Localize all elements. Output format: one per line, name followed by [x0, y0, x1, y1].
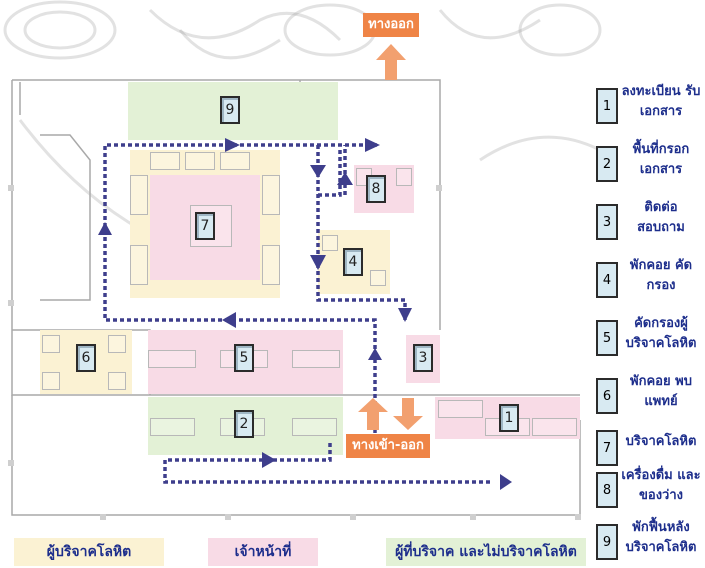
map-marker-5[interactable]: 5 [234, 344, 254, 372]
legend-label: บริจาคโลหิต [625, 434, 697, 449]
legend-label: พื้นที่กรอก เอกสาร [632, 142, 690, 177]
legend-item-4: 4 พักคอย คัดกรอง [592, 252, 704, 302]
legend-item-3: 3 ติดต่อ สอบถาม [592, 194, 704, 244]
legend-item-8: 8 เครื่องดื่ม และของว่าง [592, 462, 704, 512]
legend-item-5: 5 คัดกรองผู้ บริจาคโลหิต [592, 310, 704, 360]
map-marker-3[interactable]: 3 [413, 344, 433, 372]
legend-all: ผู้ที่บริจาค และไม่บริจาคโลหิต [386, 538, 586, 566]
legend-number: 7 [596, 430, 618, 466]
legend-item-6: 6 พักคอย พบแพทย์ [592, 368, 704, 418]
map-marker-4[interactable]: 4 [343, 248, 363, 276]
legend-number: 4 [596, 262, 618, 298]
legend-number: 9 [596, 524, 618, 560]
exit-arrow-icon [358, 398, 388, 430]
legend-number: 1 [596, 88, 618, 124]
legend-label: ติดต่อ สอบถาม [637, 200, 685, 235]
map-marker-7[interactable]: 7 [195, 212, 215, 240]
legend-donor: ผู้บริจาคโลหิต [14, 538, 164, 566]
legend-number: 2 [596, 146, 618, 182]
legend-item-2: 2 พื้นที่กรอก เอกสาร [592, 136, 704, 186]
legend-number: 5 [596, 320, 618, 356]
exit-arrow-icon [376, 44, 406, 80]
exit-top-label: ทางออก [363, 13, 419, 37]
exit-arrow-icon [393, 398, 423, 430]
map-marker-6[interactable]: 6 [76, 344, 96, 372]
legend-label: พักฟื้นหลัง บริจาคโลหิต [625, 520, 697, 555]
legend-label: พักคอย คัดกรอง [629, 258, 693, 293]
legend-item-1: 1 ลงทะเบียน รับเอกสาร [592, 78, 704, 128]
legend-label: ลงทะเบียน รับเอกสาร [621, 84, 701, 119]
legend-staff: เจ้าหน้าที่ [208, 538, 318, 566]
legend-item-9: 9 พักฟื้นหลัง บริจาคโลหิต [592, 514, 704, 564]
legend-number: 3 [596, 204, 618, 240]
legend-number: 8 [596, 472, 618, 508]
map-marker-1[interactable]: 1 [499, 404, 519, 432]
map-marker-8[interactable]: 8 [366, 175, 386, 203]
legend-number: 6 [596, 378, 618, 414]
map-marker-2[interactable]: 2 [234, 410, 254, 438]
legend-item-7: 7 บริจาคโลหิต [592, 420, 704, 470]
arrow-icon [98, 138, 512, 490]
exit-bottom-label: ทางเข้า-ออก [346, 434, 430, 458]
legend-label: เครื่องดื่ม และของว่าง [621, 468, 701, 503]
map-marker-9[interactable]: 9 [220, 96, 240, 124]
legend-label: คัดกรองผู้ บริจาคโลหิต [625, 316, 697, 351]
legend-label: พักคอย พบแพทย์ [630, 374, 692, 409]
